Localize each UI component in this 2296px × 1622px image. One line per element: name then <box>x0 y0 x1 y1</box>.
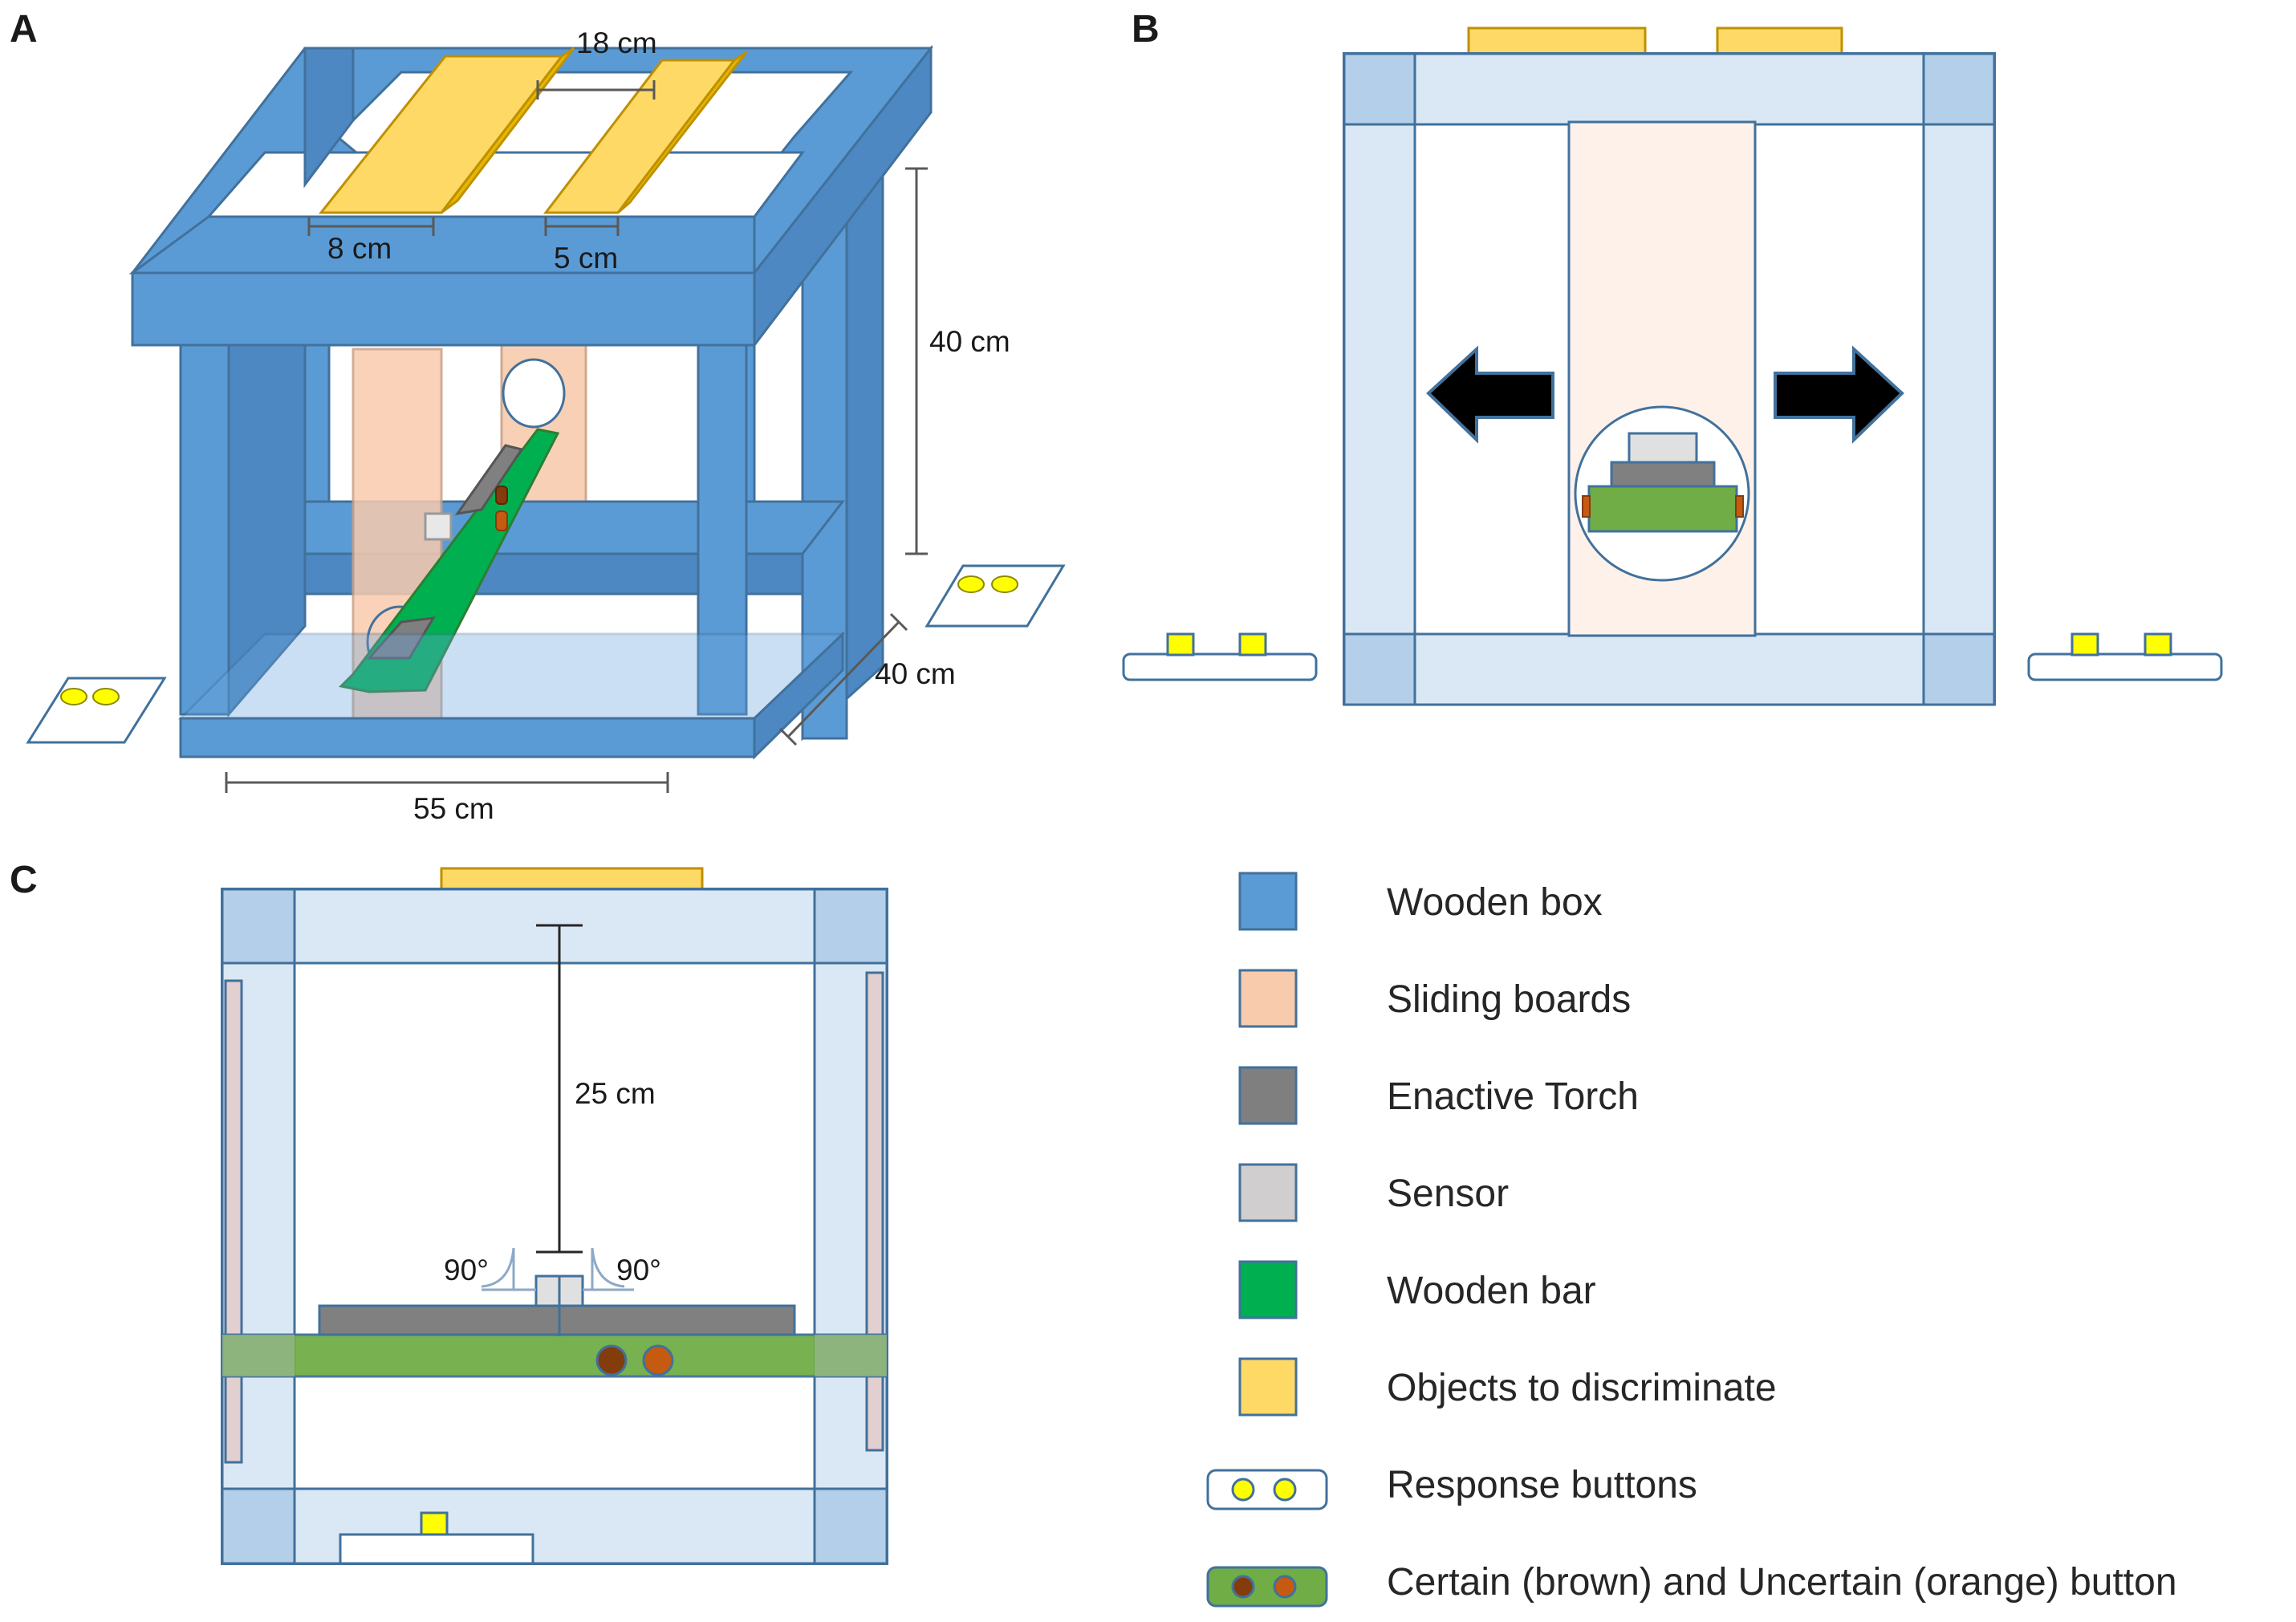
panel-c-right-sliding-board <box>865 971 884 1452</box>
panel-c-wooden-bar <box>221 1333 888 1378</box>
legend-item-sensor: Sensor <box>1238 1163 1509 1222</box>
legend-swatch-wooden-bar <box>1238 1260 1298 1319</box>
panel-a-torch-upper <box>454 444 524 516</box>
legend-item-wooden-bar: Wooden bar <box>1238 1260 1596 1319</box>
panel-b-response-pad-left <box>1122 632 1318 681</box>
box-front-left-post <box>179 319 230 716</box>
box-front-right-post <box>697 319 748 716</box>
panel-letter-c: C <box>10 859 38 901</box>
panel-c-left-sliding-board <box>224 979 243 1464</box>
panel-c-certain-button <box>595 1344 628 1376</box>
panel-c-response-pad <box>339 1533 534 1565</box>
box-bottom-rear-rail <box>238 500 846 555</box>
dim-label-right-board: 5 cm <box>554 242 618 274</box>
dim-label-top-gap: 18 cm <box>576 26 657 59</box>
dim-label-depth: 40 cm <box>875 657 956 690</box>
legend-label-objects: Objects to discriminate <box>1387 1367 1777 1409</box>
box-bottom-right-rail <box>753 631 844 760</box>
legend-item-sliding-boards: Sliding boards <box>1238 969 1631 1028</box>
panel-a-dimensions <box>225 80 928 793</box>
panel-a-response-pad-right <box>924 564 1066 628</box>
panel-letter-b: B <box>1132 8 1160 51</box>
legend-label-certainty-buttons: Certain (brown) and Uncertain (orange) b… <box>1387 1561 2177 1604</box>
box-bottom-front-rail <box>179 717 756 758</box>
panel-b-left-rail <box>1343 52 1416 705</box>
panel-letter-a: A <box>10 8 38 51</box>
panel-c-bottom-rail <box>221 1487 888 1565</box>
legend-label-sensor: Sensor <box>1387 1173 1509 1215</box>
panel-b-response-pad-right <box>2027 632 2223 681</box>
legend-label-response-buttons: Response buttons <box>1387 1464 1697 1506</box>
panel-c-object <box>440 867 704 892</box>
legend-label-wooden-bar: Wooden bar <box>1387 1270 1596 1312</box>
panel-b-top-rail <box>1343 52 1996 126</box>
legend-label-enactive-torch: Enactive Torch <box>1387 1075 1639 1118</box>
legend-item-response-buttons: Response buttons <box>1206 1464 1697 1510</box>
left-arrow-icon <box>1426 345 1554 444</box>
legend-swatch-wooden-box <box>1238 872 1298 931</box>
dim-label-height: 40 cm <box>929 325 1010 358</box>
box-top-right-face <box>753 44 933 349</box>
box-top-front-face <box>131 271 756 347</box>
legend-swatch-response-buttons <box>1206 1469 1328 1510</box>
angle-label-right: 90° <box>616 1254 661 1287</box>
legend-swatch-enactive-torch <box>1238 1066 1298 1125</box>
panel-a-uncertain-button <box>495 510 508 531</box>
panel-b-object-right <box>1716 26 1843 55</box>
legend-item-certainty-buttons: Certain (brown) and Uncertain (orange) b… <box>1206 1561 2177 1608</box>
panel-a-box-illustration <box>26 44 1066 760</box>
legend-label-wooden-box: Wooden box <box>1387 881 1603 924</box>
legend-swatch-certainty-buttons <box>1206 1566 1328 1608</box>
legend-item-enactive-torch: Enactive Torch <box>1238 1066 1639 1125</box>
dim-line-depth <box>786 620 900 738</box>
legend-item-objects: Objects to discriminate <box>1238 1357 1777 1417</box>
panel-a-certain-button <box>495 486 508 505</box>
panel-c-side-view <box>221 867 888 1565</box>
panel-b-object-left <box>1467 26 1647 55</box>
panel-b-sensor <box>1628 432 1698 464</box>
legend-swatch-objects <box>1238 1357 1298 1417</box>
panel-b-wooden-bar <box>1587 485 1738 533</box>
panel-b-right-rail <box>1922 52 1996 705</box>
dim-label-distance: 25 cm <box>575 1077 656 1110</box>
legend-label-sliding-boards: Sliding boards <box>1387 978 1631 1021</box>
panel-b-torch <box>1610 461 1716 488</box>
box-top-front-rail <box>128 215 756 274</box>
box-bottom-floor <box>177 632 846 720</box>
panel-c-frame <box>221 888 888 1565</box>
panel-a-torch-lower <box>366 616 436 660</box>
legend-swatch-sliding-boards <box>1238 969 1298 1028</box>
right-arrow-icon <box>1774 345 1904 444</box>
angle-label-left: 90° <box>444 1254 489 1287</box>
object-board-narrow-edge <box>616 51 748 214</box>
panel-b-bottom-rail <box>1343 632 1996 706</box>
sliding-board-rear-hole <box>502 358 566 429</box>
panel-b-top-view <box>1122 26 2223 706</box>
panel-a-sensor <box>424 512 453 541</box>
legend-item-wooden-box: Wooden box <box>1238 872 1603 931</box>
panel-c-torch <box>318 1304 796 1336</box>
box-top-opening-front <box>205 151 805 218</box>
dim-label-left-board: 8 cm <box>327 232 392 265</box>
legend-swatch-sensor <box>1238 1163 1298 1222</box>
panel-a-response-pad-left <box>26 677 167 744</box>
panel-c-uncertain-button <box>642 1344 674 1376</box>
box-top-left-inner <box>303 47 355 189</box>
dim-label-width: 55 cm <box>413 792 494 825</box>
